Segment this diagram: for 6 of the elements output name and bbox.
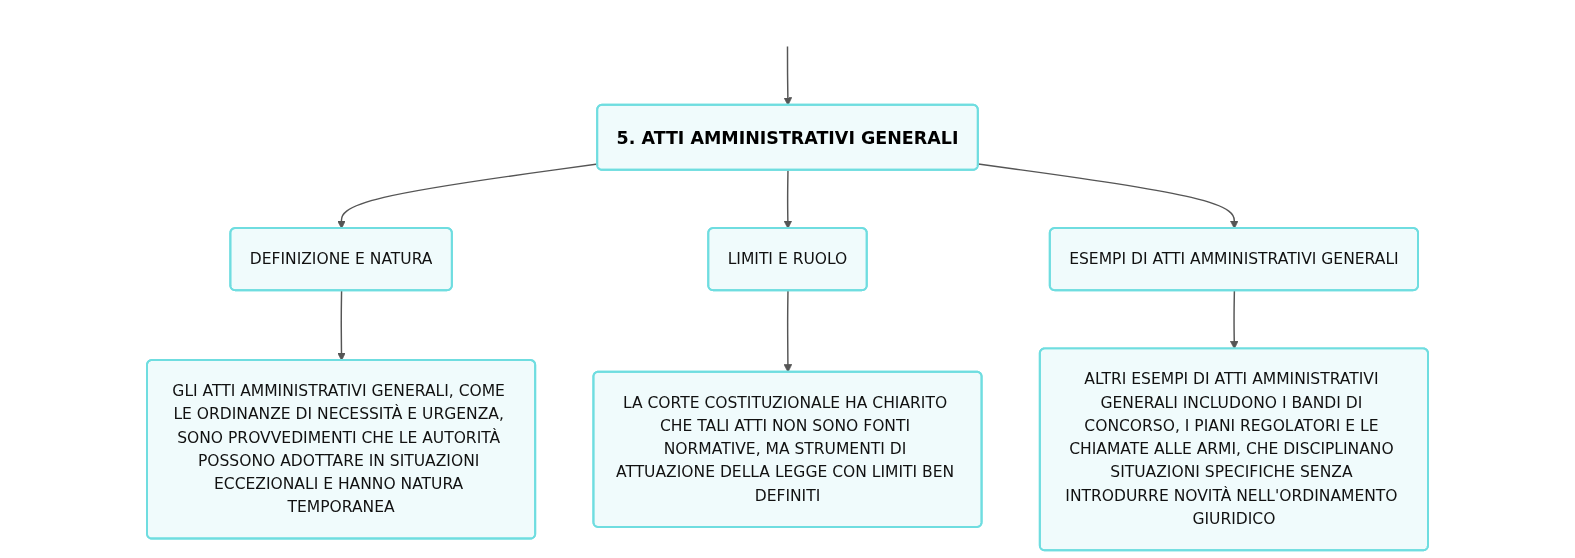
arrow (783, 169, 793, 229)
arrow (337, 289, 346, 361)
arrow (977, 163, 1239, 229)
arrow (783, 289, 793, 373)
arrow (1230, 289, 1239, 350)
arrow (783, 45, 793, 106)
